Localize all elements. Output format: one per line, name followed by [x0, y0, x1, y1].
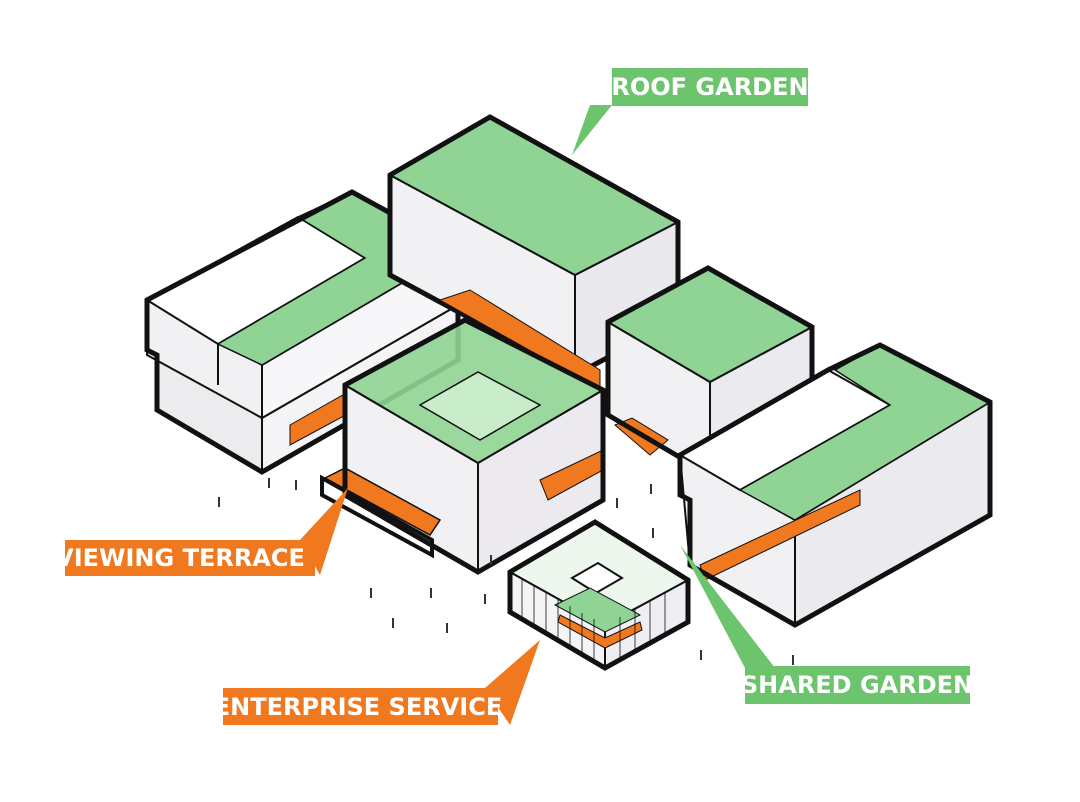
people-figures	[218, 478, 794, 665]
enterprise-service-pavilion	[507, 519, 691, 671]
viewing-terrace-label: VIEWING TERRACE	[55, 544, 305, 572]
pavilion-outline	[507, 519, 691, 671]
viewing-terrace-label-box	[65, 540, 315, 576]
building-center-courtyard	[320, 289, 606, 575]
building-right-middle	[605, 265, 815, 478]
pavilion-garden	[553, 587, 642, 633]
enterprise-service-label-box	[223, 688, 498, 725]
shared-garden-label: SHARED GARDEN	[741, 671, 973, 699]
building-left-outline	[144, 189, 461, 475]
shared-garden-pointer	[680, 545, 775, 668]
callout-roof-garden: ROOF GARDEN	[572, 68, 809, 155]
roof-garden-pointer	[572, 105, 612, 155]
right-front-outline	[677, 342, 993, 628]
pavilion-facade-grid	[521, 579, 666, 661]
viewing-terrace-orange	[323, 467, 442, 536]
enterprise-service-label: ENTERPRISE SERVICE	[214, 693, 502, 721]
roof-garden-label: ROOF GARDEN	[611, 73, 808, 101]
courtyard-inner-void	[418, 371, 542, 441]
roof-garden-label-box	[612, 68, 808, 106]
pavilion-skylight	[570, 561, 624, 595]
callout-viewing-terrace: VIEWING TERRACE	[55, 488, 348, 576]
enterprise-service-pointer	[485, 640, 540, 725]
callout-enterprise-service: ENTERPRISE SERVICE	[214, 640, 540, 725]
callout-shared-garden: SHARED GARDEN	[680, 545, 973, 704]
building-right-front	[677, 342, 993, 628]
shared-garden-label-box	[745, 666, 970, 704]
